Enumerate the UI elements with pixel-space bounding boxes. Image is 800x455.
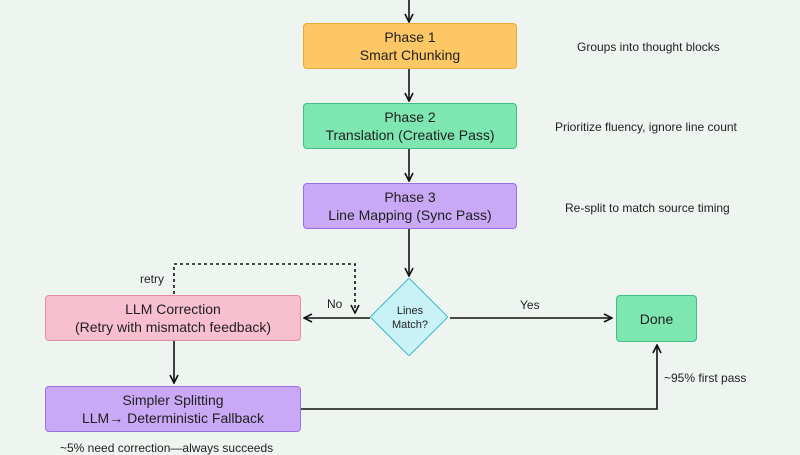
phase1-note: Groups into thought blocks: [577, 40, 720, 54]
llm-correction-subtitle: (Retry with mismatch feedback): [74, 319, 272, 335]
phase3-subtitle: Line Mapping (Sync Pass): [328, 207, 492, 223]
decision-line2: Match?: [391, 319, 429, 331]
bottom-note: ~5% need correction—always succeeds: [60, 441, 274, 455]
arrow-retry-loop: [173, 263, 355, 313]
first-pass-note: ~95% first pass: [664, 371, 747, 385]
no-label: No: [327, 297, 343, 311]
phase3-node: Phase 3 Line Mapping (Sync Pass): [303, 183, 517, 229]
yes-label: Yes: [520, 298, 540, 312]
phase1-subtitle: Smart Chunking: [359, 47, 461, 63]
arrow-splitting-to-done: [300, 345, 657, 410]
phase2-note: Prioritize fluency, ignore line count: [555, 120, 737, 134]
retry-label: retry: [140, 272, 164, 286]
phase2-node: Phase 2 Translation (Creative Pass): [303, 103, 517, 149]
phase3-title: Phase 3: [384, 189, 436, 205]
llm-correction-title: LLM Correction: [125, 301, 221, 317]
done-node: Done: [616, 295, 697, 342]
phase1-node: Phase 1 Smart Chunking: [303, 23, 517, 69]
done-label: Done: [639, 310, 674, 327]
decision-text: Lines Match?: [370, 278, 450, 358]
phase1-title: Phase 1: [384, 29, 436, 45]
simpler-splitting-node: Simpler Splitting LLM→ Deterministic Fal…: [45, 386, 301, 432]
phase3-note: Re-split to match source timing: [565, 201, 730, 215]
simpler-splitting-title: Simpler Splitting: [122, 392, 224, 408]
simpler-splitting-subtitle: LLM→ Deterministic Fallback: [81, 410, 265, 426]
llm-correction-node: LLM Correction (Retry with mismatch feed…: [45, 295, 301, 341]
phase2-title: Phase 2: [384, 109, 436, 125]
phase2-subtitle: Translation (Creative Pass): [325, 127, 495, 143]
decision-line1: Lines: [396, 305, 424, 317]
lines-match-decision: Lines Match?: [369, 277, 450, 358]
